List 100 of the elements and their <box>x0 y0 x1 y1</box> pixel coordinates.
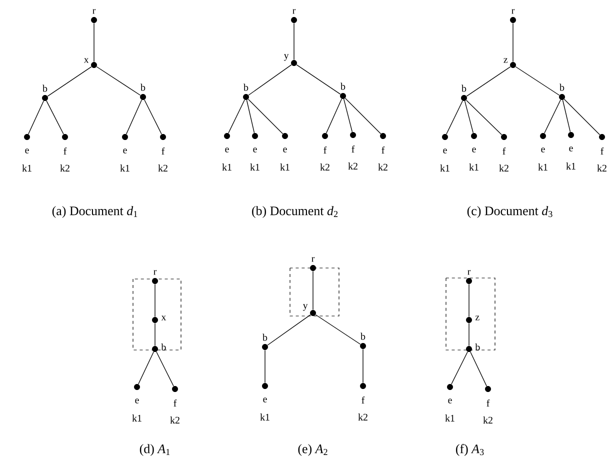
subfigure-caption: (d) A$_{1}$ <box>140 444 170 456</box>
node-label: f <box>600 147 604 154</box>
tree-node: z <box>466 316 480 323</box>
tree-node: e k1 <box>132 384 142 422</box>
tree-edge <box>264 350 266 384</box>
tree-node: f k2 <box>358 383 368 420</box>
node-label: b <box>42 84 48 92</box>
node-label: k2 <box>320 164 330 170</box>
tree-edge <box>466 100 502 136</box>
node-label: k1 <box>132 414 142 422</box>
node-label: b <box>140 84 146 91</box>
tree-node: y <box>302 304 316 316</box>
tree-edge <box>126 100 142 134</box>
tree-edge <box>138 352 154 384</box>
node-label: k1 <box>566 162 576 170</box>
tree-node: e k1 <box>469 133 478 170</box>
tree-node: r <box>510 9 516 23</box>
tree-edge <box>515 66 560 96</box>
tree-edge <box>544 100 561 134</box>
tree-edge <box>144 100 162 134</box>
tree-node: e k1 <box>22 134 32 172</box>
tree-edge <box>451 352 468 384</box>
tree-edge <box>28 100 44 134</box>
tree-node: e k1 <box>120 134 130 172</box>
tree-edge <box>296 64 341 95</box>
tree-node: x <box>152 316 166 323</box>
tree-node: z <box>504 58 516 68</box>
tree-node: b <box>461 84 467 101</box>
tree-node: b <box>262 334 268 350</box>
node-label: k2 <box>597 164 606 172</box>
node-label: e <box>472 148 476 152</box>
tree-edge <box>512 22 514 62</box>
node-label: r <box>512 9 515 14</box>
node-label: e <box>443 148 447 154</box>
tree-node: r <box>152 270 158 284</box>
node-label: e <box>448 398 452 404</box>
node-label: f <box>382 146 385 154</box>
tree-edge <box>248 98 284 134</box>
tree-edge <box>562 100 571 132</box>
node-label: f <box>362 396 365 404</box>
node-label: b <box>161 343 166 350</box>
node-label: e <box>25 148 29 154</box>
node-label: y <box>302 304 308 311</box>
tree-node: b <box>559 84 565 100</box>
tree-edge <box>468 284 470 318</box>
node-label: b <box>462 84 466 92</box>
tree-edge <box>446 100 463 134</box>
tree-node: f k2 <box>348 132 358 170</box>
tree-node: f k2 <box>170 386 180 424</box>
tree-edge <box>46 100 64 134</box>
node-label: r <box>468 270 471 275</box>
tree-edge <box>464 100 474 134</box>
node-label: x <box>161 316 166 320</box>
tree-node: f k2 <box>60 134 70 172</box>
tree-node: f k2 <box>378 133 388 170</box>
subfigure-caption: (f) A$_{3}$ <box>456 444 484 456</box>
tree-edge <box>246 100 255 134</box>
subfigure-caption: (a) Document d$_{1}$ <box>52 206 138 218</box>
node-label: k2 <box>158 164 168 172</box>
node-label: r <box>292 9 296 14</box>
tree-node: f k2 <box>158 134 168 172</box>
node-label: b <box>360 332 366 340</box>
tree-node: b <box>42 84 48 101</box>
tree-edge <box>154 322 156 346</box>
node-label: k2 <box>378 164 388 170</box>
tree-edge <box>156 352 174 386</box>
tree-node: e k1 <box>538 133 548 170</box>
node-label: f <box>64 147 67 154</box>
tree-edge <box>248 64 292 96</box>
node-label: k1 <box>250 164 260 170</box>
node-label: b <box>475 343 480 350</box>
node-label: f <box>174 399 177 406</box>
subfigure-caption: (b) Document d$_{2}$ <box>252 206 338 218</box>
tree-node: x <box>84 58 97 68</box>
node-label: r <box>154 270 157 275</box>
tree-edge <box>228 100 245 134</box>
node-label: e <box>283 148 287 152</box>
tree-node: f k2 <box>499 134 508 172</box>
node-label: e <box>253 148 257 152</box>
tree-edge <box>470 352 487 386</box>
node-label: e <box>225 148 229 152</box>
node-label: k1 <box>222 164 232 170</box>
tree-edge <box>343 98 353 132</box>
tree-node: e k1 <box>445 384 454 422</box>
node-label: b <box>560 84 564 91</box>
tree-node: e k1 <box>566 132 576 170</box>
subfigure-caption: (c) Document d$_{3}$ <box>467 206 552 218</box>
tree-edge <box>564 98 600 136</box>
tree-node: f k2 <box>320 133 330 170</box>
tree-edge <box>362 348 364 384</box>
tree-edge <box>312 270 314 310</box>
node-label: k1 <box>22 164 32 172</box>
tree-node: r <box>466 270 472 284</box>
tree-node: r <box>310 257 316 271</box>
tree-node: e k1 <box>260 383 270 420</box>
tree-node: r <box>91 9 97 23</box>
tree-node: y <box>284 54 297 66</box>
tree-edge <box>466 66 511 97</box>
node-label: e <box>541 148 545 152</box>
node-label: b <box>340 82 346 90</box>
